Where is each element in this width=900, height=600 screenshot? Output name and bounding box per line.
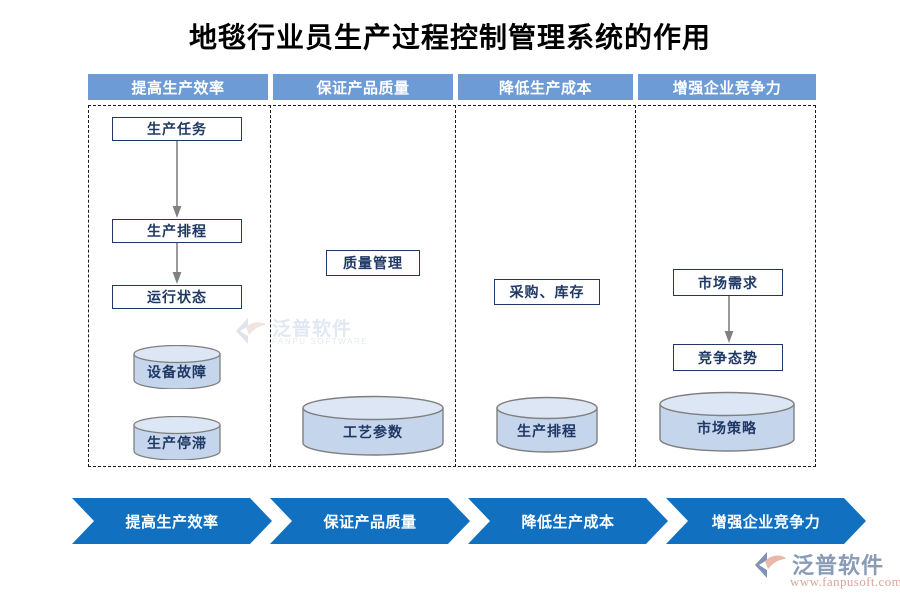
- chevron-shape-icon: [72, 498, 272, 544]
- box-market-demand[interactable]: 市场需求: [673, 269, 783, 296]
- box-competition-situation[interactable]: 竞争态势: [673, 344, 783, 371]
- logo-name: 泛普软件: [792, 553, 885, 578]
- chevron-step-1[interactable]: 提高生产效率: [72, 498, 272, 544]
- cylinder-production-schedule[interactable]: 生产排程: [494, 396, 600, 454]
- box-run-status[interactable]: 运行状态: [112, 285, 242, 309]
- column-header-3: 降低生产成本: [458, 74, 633, 100]
- box-purchase-inventory[interactable]: 采购、库存: [494, 279, 600, 305]
- box-production-schedule[interactable]: 生产排程: [112, 219, 242, 243]
- box-production-task[interactable]: 生产任务: [112, 117, 242, 141]
- chevron-shape-icon: [666, 498, 866, 544]
- box-quality-management[interactable]: 质量管理: [326, 250, 420, 276]
- column-header-4: 增强企业竞争力: [638, 74, 816, 100]
- diagram-panel: [88, 105, 816, 467]
- column-separator-3: [635, 105, 636, 467]
- chevron-shape-icon: [270, 498, 470, 544]
- cylinder-production-stall[interactable]: 生产停滞: [132, 415, 222, 461]
- column-header-1: 提高生产效率: [88, 74, 268, 100]
- column-separator-1: [270, 105, 271, 467]
- logo-url: www.fanpusoft.com: [790, 574, 900, 589]
- arrow-task-to-schedule: [172, 141, 182, 218]
- cylinder-process-parameters[interactable]: 工艺参数: [300, 395, 446, 457]
- brand-logo: 泛普软件 www.fanpusoft.com: [752, 548, 900, 594]
- chevron-shape-icon: [468, 498, 668, 544]
- cylinder-market-strategy[interactable]: 市场策略: [657, 391, 797, 453]
- column-separator-2: [455, 105, 456, 467]
- cylinder-equipment-failure[interactable]: 设备故障: [132, 344, 222, 390]
- page-title: 地毯行业员生产过程控制管理系统的作用: [188, 21, 711, 54]
- arrow-schedule-to-runstate: [172, 243, 182, 284]
- arrow-demand-to-competition: [724, 296, 734, 343]
- fanpu-logo-icon: [755, 552, 786, 578]
- chevron-step-4[interactable]: 增强企业竞争力: [666, 498, 866, 544]
- column-header-2: 保证产品质量: [273, 74, 453, 100]
- chevron-step-2[interactable]: 保证产品质量: [270, 498, 470, 544]
- chevron-step-3[interactable]: 降低生产成本: [468, 498, 668, 544]
